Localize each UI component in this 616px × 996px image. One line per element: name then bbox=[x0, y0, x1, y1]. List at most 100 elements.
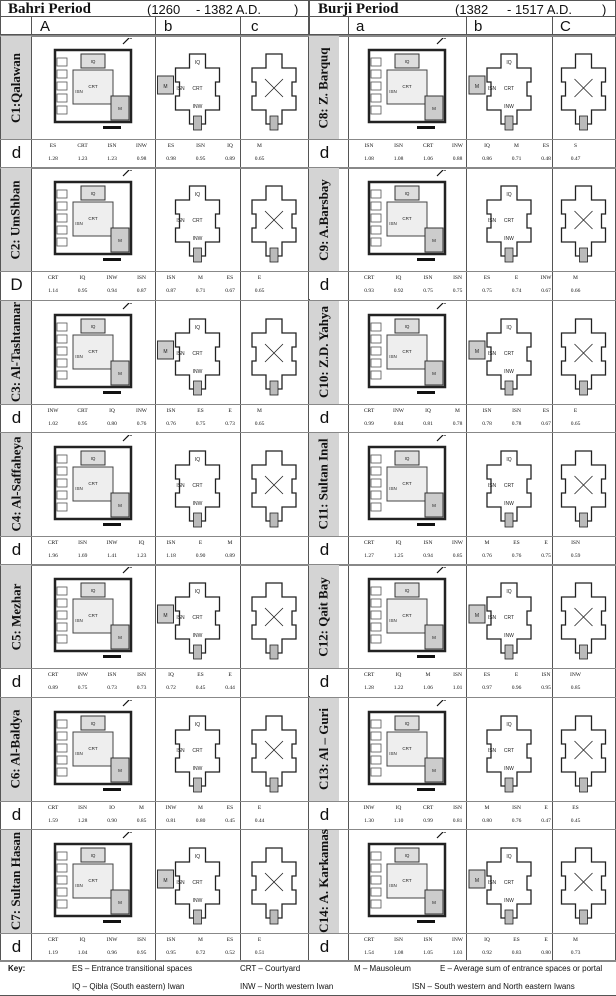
metric-label: ISN bbox=[107, 143, 117, 149]
iwan-cross-plan bbox=[486, 714, 532, 787]
d-label: d bbox=[319, 936, 330, 956]
metric-value: 0.85 bbox=[452, 552, 463, 559]
courtyard-diagram bbox=[251, 317, 297, 395]
room-label: IQ bbox=[91, 853, 96, 858]
grid-line bbox=[0, 800, 616, 802]
room-label: IQ bbox=[195, 589, 200, 595]
metric-value: 0.80 bbox=[541, 949, 551, 956]
north-arrow-icon bbox=[436, 699, 446, 706]
entrance-space bbox=[269, 247, 279, 263]
courtyard bbox=[386, 201, 428, 237]
mausoleum bbox=[424, 95, 444, 121]
courtyard bbox=[386, 731, 428, 766]
room-label: IQ bbox=[506, 854, 511, 860]
courtyard-diagram bbox=[251, 185, 297, 263]
metric-value: 0.44 bbox=[225, 685, 235, 692]
metric-value: 0.85 bbox=[570, 685, 581, 692]
metric-label: INW bbox=[136, 407, 147, 414]
qibla-iwan bbox=[394, 53, 420, 69]
qibla-iwan bbox=[394, 185, 420, 201]
cell bbox=[56, 201, 68, 211]
courtyard-diagram bbox=[560, 53, 607, 131]
d-label-cell bbox=[309, 536, 339, 564]
col-header-left-c: c bbox=[251, 18, 259, 35]
metric-label: ES bbox=[483, 672, 491, 679]
courtyard-cross-mark bbox=[574, 211, 593, 230]
room-label: CRT bbox=[88, 481, 97, 486]
scale-bar bbox=[103, 126, 121, 129]
metric-value: 1.28 bbox=[77, 817, 88, 824]
scale-bar bbox=[417, 126, 435, 129]
entrance-space bbox=[269, 777, 279, 792]
d-label: D bbox=[10, 275, 23, 295]
d-label-cell bbox=[309, 140, 339, 167]
room-label: CRT bbox=[88, 349, 97, 354]
right-row-label-cell: C12: Qait Bay bbox=[309, 565, 339, 669]
right-row-label-cell: C14: A. Karkamas bbox=[309, 829, 339, 933]
courtyard-diagram bbox=[251, 582, 297, 660]
metric-label: INW bbox=[47, 407, 59, 414]
metric-label: M bbox=[455, 407, 460, 414]
metric-label: CRT bbox=[363, 936, 375, 943]
cell bbox=[370, 454, 382, 464]
cell bbox=[370, 81, 382, 91]
metric-label: ES bbox=[542, 143, 550, 149]
room-label: IQ bbox=[91, 588, 96, 593]
room-label: ISN bbox=[176, 86, 185, 92]
metric-label: INW bbox=[452, 539, 463, 546]
metric-value: 1.19 bbox=[48, 949, 58, 956]
iwan-cross-plan bbox=[560, 847, 607, 919]
courtyard bbox=[386, 863, 428, 899]
left-row-label-cell: C2: UmShban bbox=[1, 168, 31, 272]
metric-value: 0.95 bbox=[77, 420, 88, 427]
metric-label: ISN bbox=[78, 539, 87, 546]
cell bbox=[56, 69, 68, 79]
room-label: CRT bbox=[88, 878, 97, 883]
left-date-close: ) bbox=[294, 2, 299, 17]
courtyard bbox=[386, 69, 428, 105]
mausoleum bbox=[157, 869, 174, 889]
metric-label: M bbox=[484, 804, 490, 811]
metric-value: 0.72 bbox=[166, 685, 176, 692]
courtyard-cross-mark bbox=[574, 872, 593, 892]
mausoleum bbox=[110, 757, 130, 782]
mausoleum bbox=[468, 340, 486, 360]
room-label: CRT bbox=[88, 613, 97, 618]
metric-value: 0.80 bbox=[107, 420, 117, 427]
metric-value: 0.67 bbox=[541, 288, 551, 295]
room-label: M bbox=[163, 878, 167, 884]
cell bbox=[56, 598, 68, 608]
metric-value: 0.75 bbox=[195, 420, 206, 427]
case-name: C13: Al – Guri bbox=[316, 708, 332, 790]
metric-value: 0.45 bbox=[570, 817, 581, 824]
metric-label: ES bbox=[513, 936, 520, 943]
metric-value: 0.89 bbox=[48, 685, 58, 692]
metric-label: ISN bbox=[423, 275, 433, 282]
room-label: CRT bbox=[192, 351, 202, 357]
grid-line bbox=[0, 431, 616, 434]
courtyard-diagram bbox=[251, 847, 297, 925]
courtyard bbox=[386, 466, 428, 502]
metric-label: M bbox=[425, 672, 431, 679]
cell bbox=[370, 346, 382, 355]
metric-value: 0.75 bbox=[541, 552, 551, 559]
metric-label: M bbox=[227, 539, 233, 546]
room-label: CRT bbox=[192, 218, 202, 224]
d-label: d bbox=[11, 143, 22, 162]
iwan-cross-plan bbox=[251, 582, 297, 654]
north-arrow-icon bbox=[122, 831, 132, 839]
cell bbox=[370, 334, 382, 343]
courtyard-cross-mark bbox=[264, 343, 284, 362]
entrance-space bbox=[504, 512, 514, 528]
room-label: IQ bbox=[91, 59, 96, 64]
metric-value: 1.23 bbox=[136, 552, 147, 559]
room-label: IQ bbox=[405, 191, 410, 196]
metric-value: 0.90 bbox=[195, 552, 206, 559]
metric-label: ES bbox=[226, 804, 234, 811]
metric-label: ES bbox=[49, 143, 57, 149]
metric-label: ISN bbox=[166, 539, 176, 546]
metric-value: 0.59 bbox=[570, 552, 581, 559]
